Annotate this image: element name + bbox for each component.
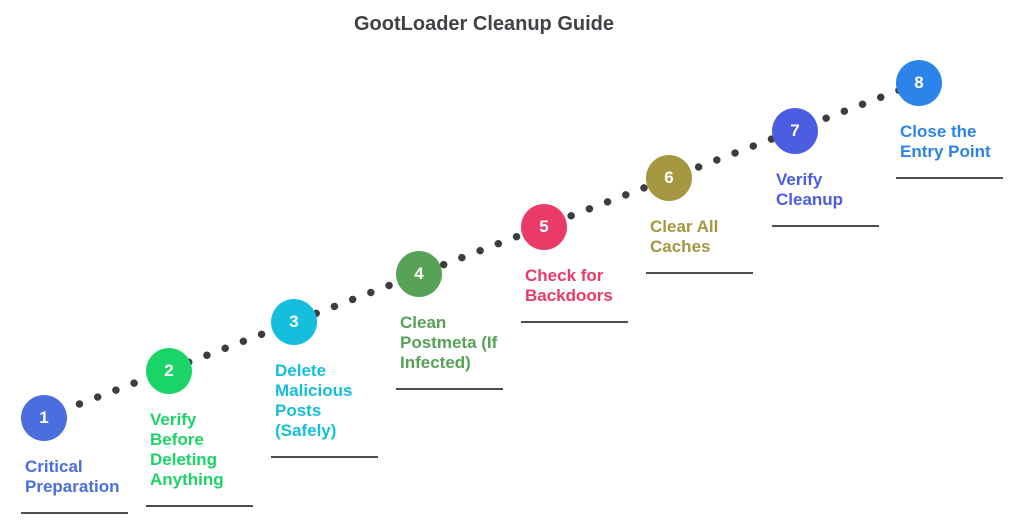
step-2: 2 Verify Before Deleting Anything — [146, 348, 253, 507]
step-8-label: Close the Entry Point — [900, 122, 991, 161]
step-8-number: 8 — [914, 73, 924, 92]
step-5-circle: 5 — [521, 204, 567, 250]
step-8-circle: 8 — [896, 60, 942, 106]
step-7: 7 Verify Cleanup — [772, 108, 879, 227]
step-7-underline — [772, 225, 879, 227]
step-1-number: 1 — [39, 408, 49, 427]
step-8-underline — [896, 177, 1003, 179]
step-6-underline — [646, 272, 753, 274]
step-2-label: Verify Before Deleting Anything — [150, 410, 224, 489]
step-4: 4 Clean Postmeta (If Infected) — [396, 251, 503, 390]
step-5: 5 Check for Backdoors — [521, 204, 628, 323]
step-6-number: 6 — [664, 168, 674, 187]
step-1: 1 Critical Preparation — [21, 395, 128, 514]
page-title: GootLoader Cleanup Guide — [353, 13, 615, 35]
step-2-number: 2 — [164, 361, 174, 380]
step-8: 8 Close the Entry Point — [896, 60, 1003, 179]
step-6-circle: 6 — [646, 155, 692, 201]
step-5-underline — [521, 321, 628, 323]
step-4-label: Clean Postmeta (If Infected) — [400, 313, 498, 372]
step-3-circle: 3 — [271, 299, 317, 345]
step-3-number: 3 — [289, 312, 299, 331]
step-2-underline — [146, 505, 253, 507]
step-3: 3 Delete Malicious Posts (Safely) — [271, 299, 378, 458]
step-5-number: 5 — [539, 217, 549, 236]
step-4-number: 4 — [414, 264, 424, 283]
step-7-label: Verify Cleanup — [776, 170, 844, 209]
step-1-circle: 1 — [21, 395, 67, 441]
step-1-underline — [21, 512, 128, 514]
step-3-underline — [271, 456, 378, 458]
step-4-circle: 4 — [396, 251, 442, 297]
step-6: 6 Clear All Caches — [646, 155, 753, 274]
step-4-underline — [396, 388, 503, 390]
step-5-label: Check for Backdoors — [525, 266, 613, 305]
step-7-circle: 7 — [772, 108, 818, 154]
step-1-label: Critical Preparation — [25, 457, 120, 496]
step-7-number: 7 — [790, 121, 800, 140]
step-2-circle: 2 — [146, 348, 192, 394]
step-6-label: Clear All Caches — [650, 217, 719, 256]
step-3-label: Delete Malicious Posts (Safely) — [275, 361, 353, 440]
